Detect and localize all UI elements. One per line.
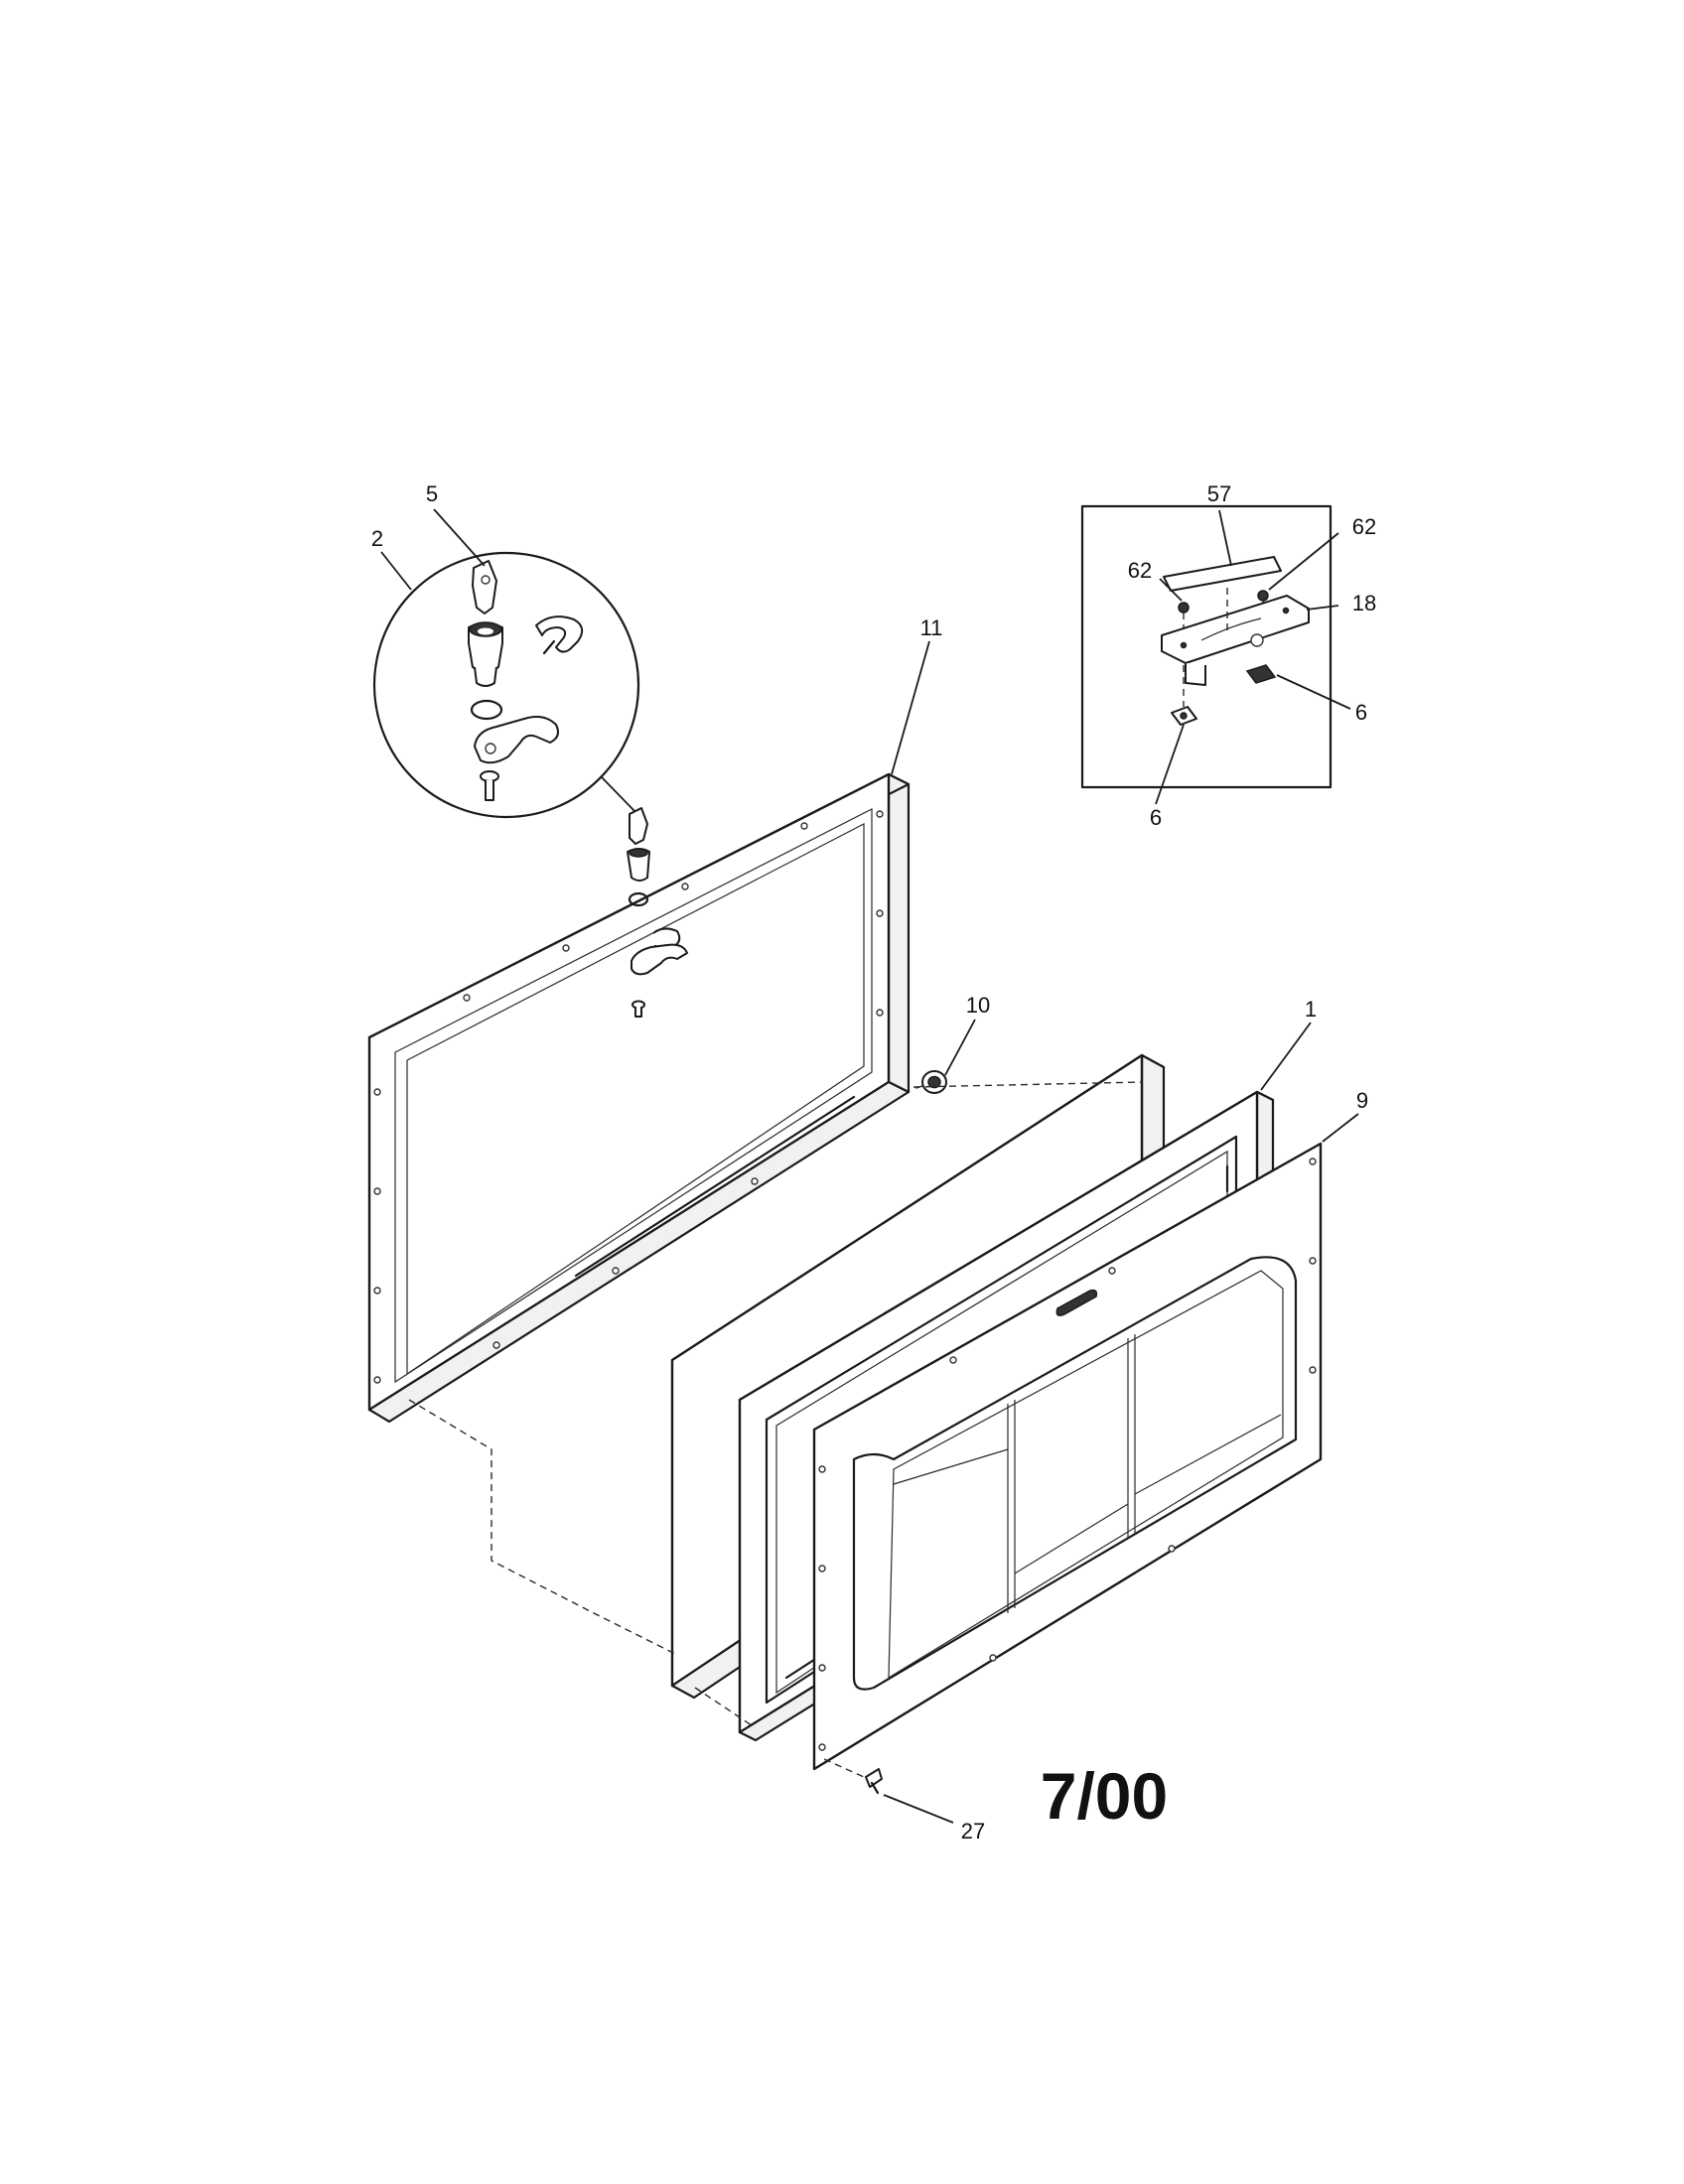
lock-assembly <box>627 807 688 1018</box>
date-stamp: 7/00 <box>1041 1759 1168 1833</box>
screw-27 <box>823 1758 883 1795</box>
callout-6-bottom: 6 <box>1150 805 1162 830</box>
panel-screw-holes <box>373 810 884 1384</box>
callout-leaders <box>380 508 1359 1824</box>
callout-10: 10 <box>966 993 990 1018</box>
callout-6-right: 6 <box>1355 700 1367 725</box>
callout-57: 57 <box>1207 481 1231 506</box>
lock-detail-circle <box>372 551 640 819</box>
callout-62-right: 62 <box>1352 514 1376 539</box>
callout-9: 9 <box>1356 1088 1368 1113</box>
outer-door-panel <box>367 772 911 1424</box>
assembly-guide-lines <box>408 1081 1143 1728</box>
callout-labels: 5 2 11 10 1 9 57 62 62 18 6 6 27 <box>371 481 1376 1843</box>
callout-1: 1 <box>1305 997 1317 1022</box>
plug-10 <box>912 1070 947 1094</box>
inner-door-liner <box>812 1142 1323 1771</box>
callout-27: 27 <box>961 1819 985 1843</box>
callout-18: 18 <box>1352 591 1376 615</box>
callout-11: 11 <box>920 615 943 640</box>
hinge-detail-box <box>1080 504 1333 789</box>
callout-62-left: 62 <box>1128 558 1152 583</box>
callout-5: 5 <box>426 481 438 506</box>
callout-2: 2 <box>371 526 383 551</box>
